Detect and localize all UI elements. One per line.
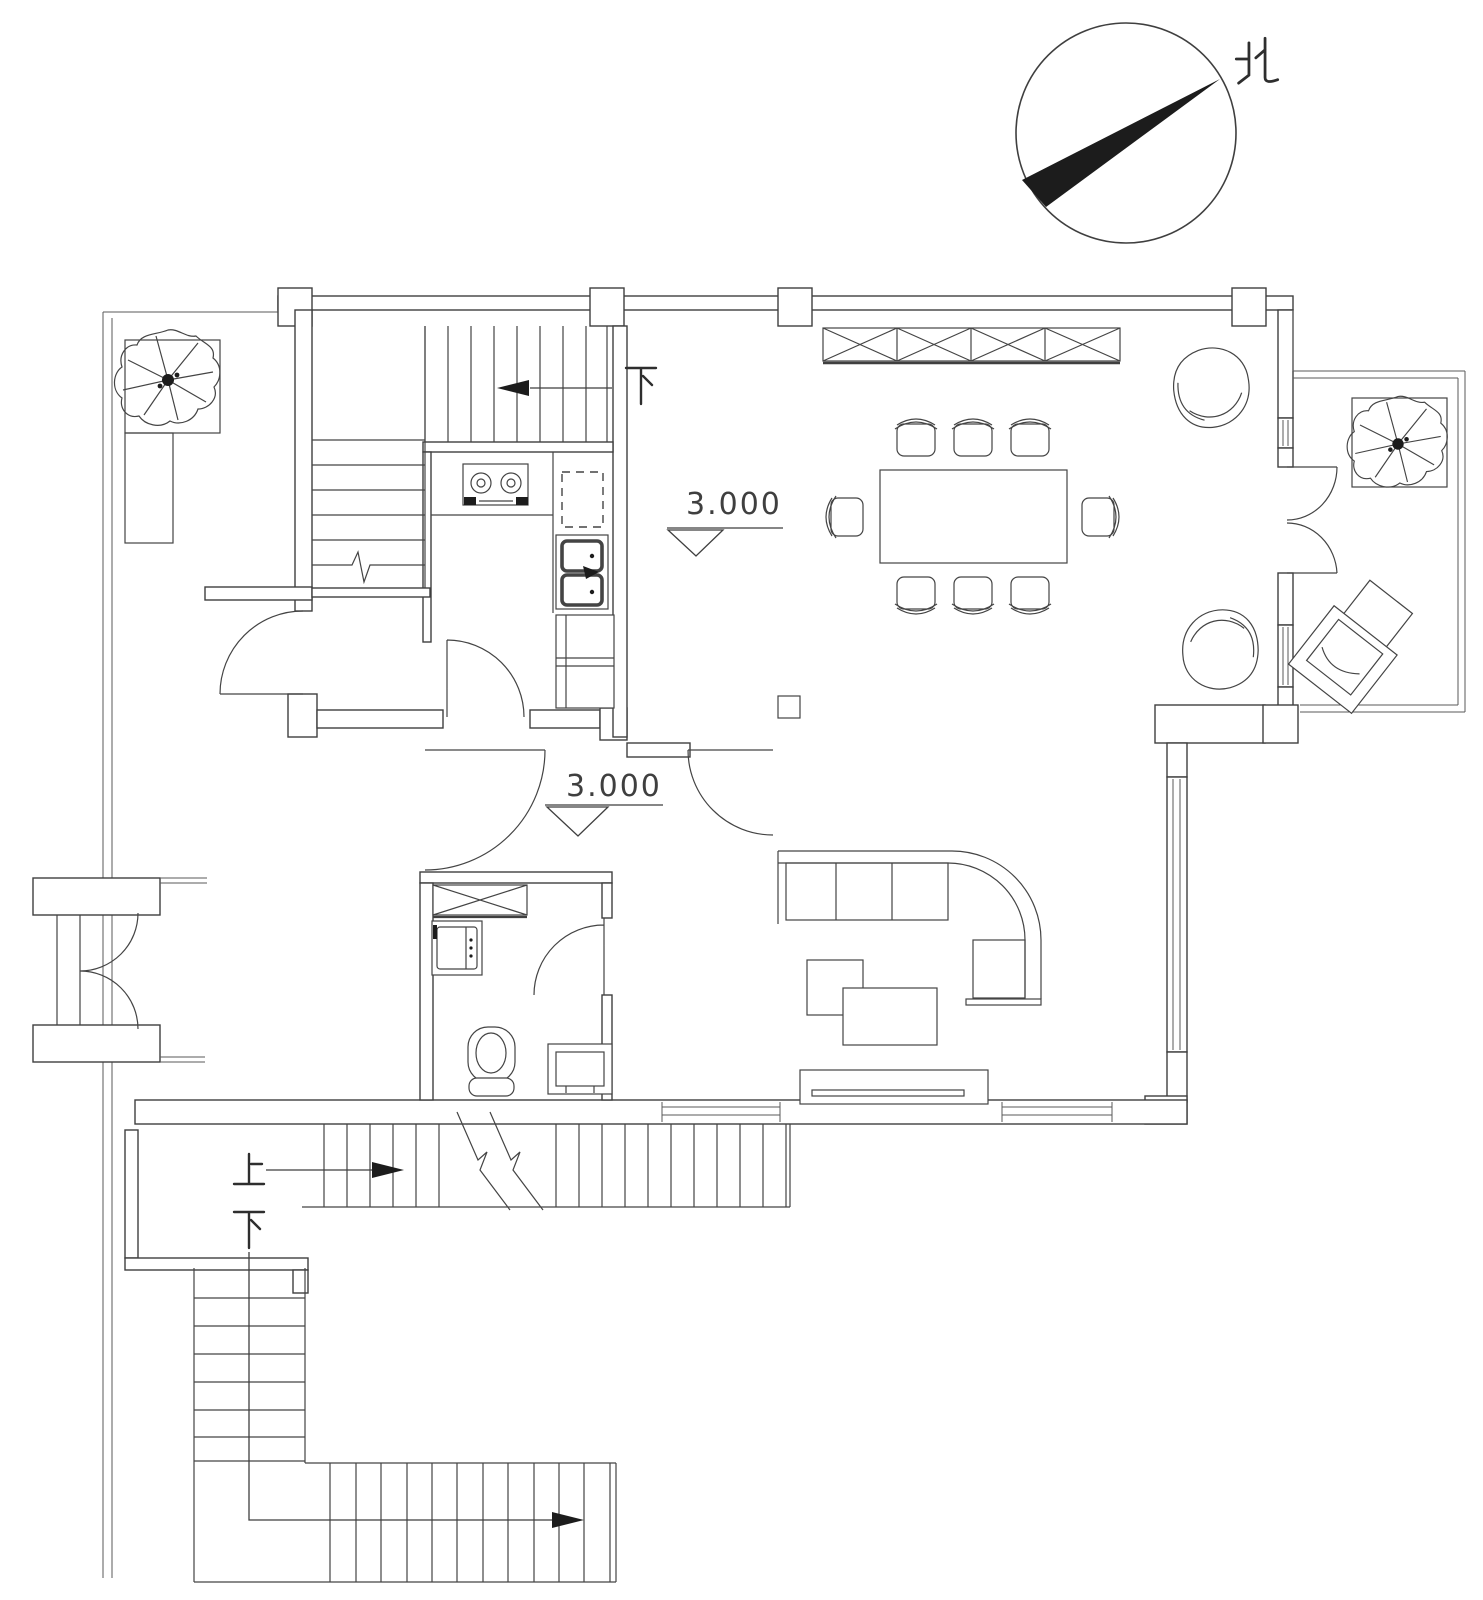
door-swing-icon (219, 610, 304, 695)
refrigerator-space-icon (561, 471, 604, 528)
stair-up-label-glyph: 上 (232, 1152, 266, 1186)
door-swing-icon (533, 918, 605, 996)
double-sink-icon (555, 534, 609, 610)
dining-chair-icon (894, 576, 938, 615)
site-boundary (102, 311, 278, 1578)
x-cabinet-icon (822, 327, 1121, 365)
dining-area (822, 327, 1121, 615)
door-swing-icon (446, 639, 525, 718)
pier (1262, 704, 1299, 744)
living-room (777, 850, 1042, 1105)
coffee-table-icon (842, 987, 938, 1046)
bathroom (431, 884, 613, 1097)
kitchen (431, 452, 615, 709)
dining-chair-icon (825, 495, 864, 539)
french-door-icon (79, 912, 139, 1030)
north-compass: 北 (1015, 22, 1280, 244)
dining-chair-icon (1081, 495, 1120, 539)
break-line-icon (456, 1111, 511, 1211)
lower-stair-band: 上 下 (232, 1111, 791, 1250)
upper-staircase: 下 (311, 326, 658, 598)
elevation-value: 3.000 (686, 487, 782, 522)
dining-chair-icon (951, 576, 995, 615)
tree-icon (1346, 395, 1448, 488)
walls (124, 287, 1299, 1294)
arrow-icon (497, 380, 529, 396)
column (777, 695, 801, 719)
compass-needle (1022, 79, 1220, 207)
stair-down-label-glyph: 下 (624, 366, 658, 406)
tree-icon (113, 329, 221, 426)
break-line-icon (489, 1111, 544, 1211)
dining-chair-icon (1008, 418, 1052, 457)
washing-machine-icon (431, 920, 483, 976)
break-line-icon (312, 550, 425, 585)
pier (589, 287, 625, 327)
planter-step (124, 432, 174, 544)
elevation-triangle-icon (666, 529, 725, 557)
dining-chair-icon (894, 418, 938, 457)
door-swing-icon (687, 749, 774, 836)
arrow-icon (372, 1162, 404, 1178)
kitchen-cabinet (555, 614, 615, 709)
lounge-chair-icon (1175, 603, 1266, 696)
doors (219, 610, 774, 996)
elevation-marker-2: 3.000 (545, 769, 663, 837)
sectional-sofa-icon (777, 850, 1042, 1006)
pier (32, 1024, 161, 1063)
toilet-icon (467, 1026, 516, 1097)
door-swing-icon (424, 749, 546, 871)
tv-console-icon (799, 1069, 989, 1105)
west-entrance (32, 877, 207, 1063)
elevation-value: 3.000 (566, 769, 662, 804)
pier (1231, 287, 1267, 327)
shower-tray-icon (547, 1043, 613, 1095)
stove-icon (462, 463, 529, 506)
arrow-icon (552, 1512, 584, 1528)
french-door-balcony (1286, 466, 1338, 574)
stair-down-label-glyph: 下 (232, 1210, 266, 1250)
north-label-glyph: 北 (1234, 36, 1280, 85)
pier (777, 287, 813, 327)
elevation-triangle-icon (545, 806, 610, 837)
dining-chair-icon (951, 418, 995, 457)
lounge-and-balcony (1163, 310, 1466, 715)
exterior-stairs (193, 1252, 617, 1583)
lounge-chair-icon (1163, 339, 1260, 437)
armchair-icon (1287, 579, 1414, 715)
pier (32, 877, 161, 916)
elevation-marker-1: 3.000 (666, 487, 783, 557)
dining-chair-icon (1008, 576, 1052, 615)
x-cabinet-icon (432, 884, 528, 919)
dining-table (879, 469, 1068, 564)
